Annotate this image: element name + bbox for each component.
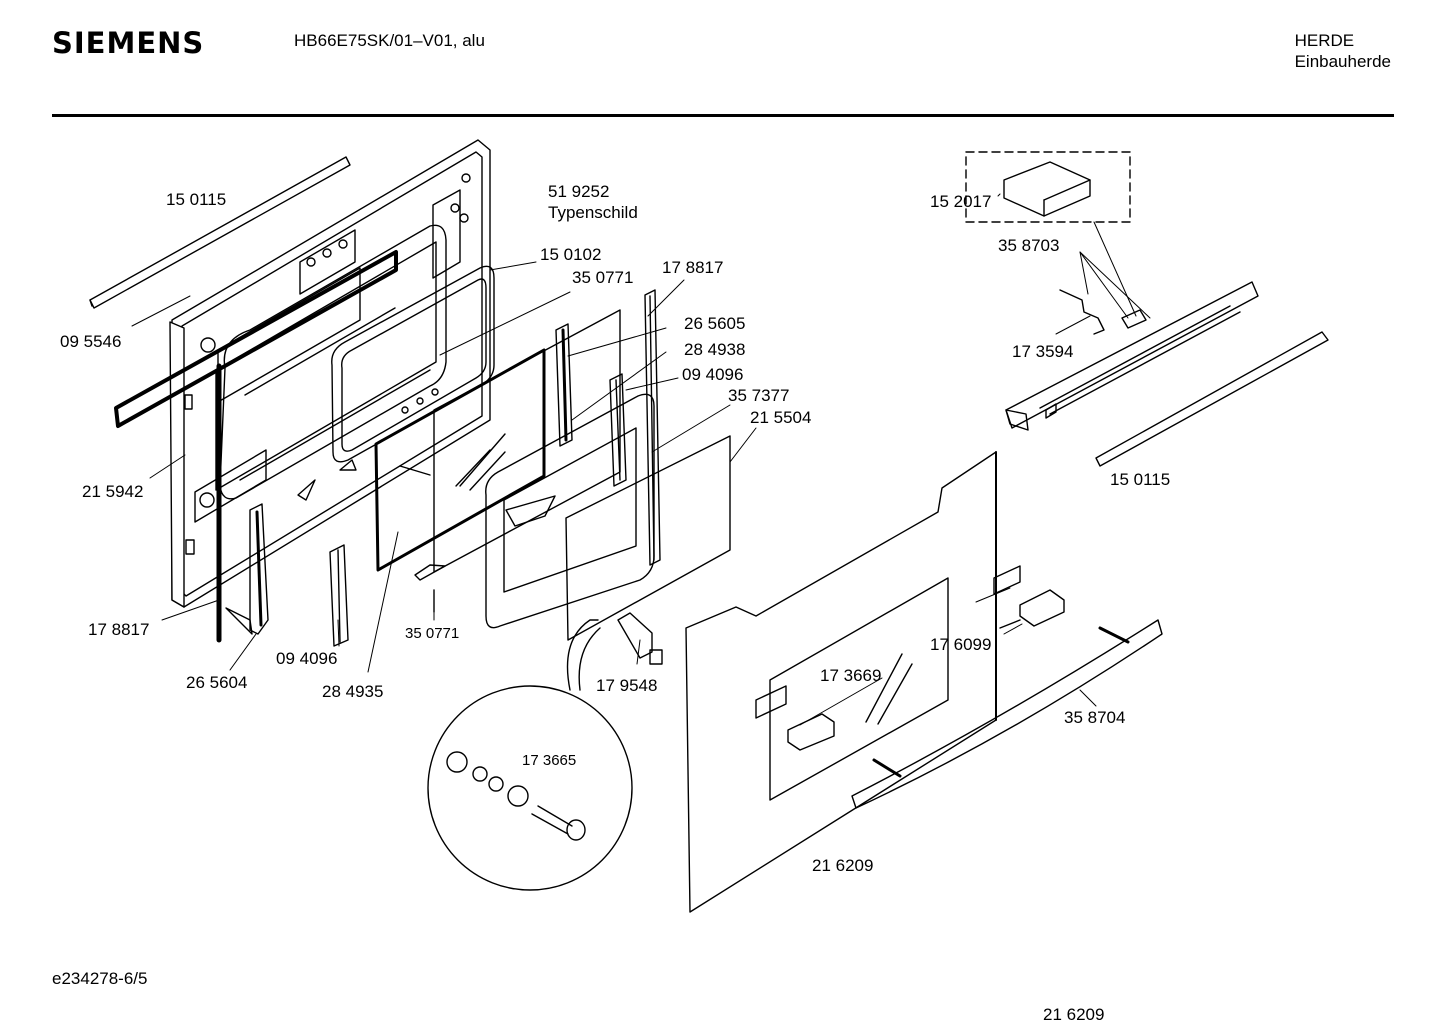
callout-284938: 28 4938 (684, 340, 745, 359)
outer-door-panel (685, 451, 997, 913)
callout-215942: 21 5942 (82, 482, 143, 501)
leader-lines (131, 193, 1151, 726)
callout-173665: 17 3665 (522, 752, 576, 769)
callout-350771-top: 35 0771 (572, 268, 633, 287)
trim-strip-right (1095, 331, 1329, 467)
callout-357377: 35 7377 (728, 386, 789, 405)
callout-094096-top: 09 4096 (682, 365, 743, 384)
hinge-strip-right (555, 323, 573, 447)
model-number: HB66E75SK/01–V01, alu (294, 31, 485, 50)
trim-strip-left (89, 156, 351, 309)
door-gasket (331, 265, 495, 463)
callout-358704: 35 8704 (1064, 708, 1125, 727)
handle-caps (755, 565, 1065, 751)
appliance-category: HERDE Einbauherde (1295, 31, 1391, 72)
category-line-2: Einbauherde (1294, 51, 1391, 71)
callout-358703: 35 8703 (998, 236, 1059, 255)
callout-265605: 26 5605 (684, 314, 745, 333)
drawing-id: e234278-6/5 (52, 969, 148, 988)
detail-magnifier (427, 619, 633, 891)
control-module-box (965, 151, 1131, 223)
callout-094096-bottom: 09 4096 (276, 649, 337, 668)
callout-216209: 21 6209 (812, 856, 873, 875)
glass-pane-215504 (565, 435, 731, 641)
callout-178817-top: 17 8817 (662, 258, 723, 277)
callout-173594: 17 3594 (1012, 342, 1073, 361)
door-handle (851, 619, 1163, 809)
callout-178817-bottom: 17 8817 (88, 620, 149, 639)
callout-173669: 17 3669 (820, 666, 881, 685)
callout-152017: 15 2017 (930, 192, 991, 211)
side-rail-left (329, 544, 349, 647)
brand-logo: SIEMENS (52, 26, 205, 60)
category-line-1: HERDE (1294, 31, 1355, 50)
bracket-173594 (1059, 289, 1147, 335)
callout-150115-right: 15 0115 (1110, 470, 1170, 489)
page-reference: 21 6209 (1043, 1005, 1105, 1024)
callout-215504: 21 5504 (750, 408, 811, 427)
callout-179548: 17 9548 (596, 676, 657, 695)
control-rail-assembly (1005, 281, 1259, 431)
callout-095546: 09 5546 (60, 332, 121, 351)
inner-glass-seal (114, 250, 398, 428)
callout-150115-left: 15 0115 (166, 190, 226, 209)
callout-150102: 15 0102 (540, 245, 601, 264)
callout-519252: 51 9252 (548, 182, 609, 201)
seal-bar-right (644, 289, 661, 566)
hinge-strip-left (225, 503, 269, 635)
callout-176099: 17 6099 (930, 635, 991, 654)
side-rail-right (609, 373, 627, 487)
door-frame-357377 (485, 393, 655, 629)
callout-350771-bottom: 35 0771 (405, 625, 459, 642)
callout-typenschild: Typenschild (548, 203, 638, 222)
control-module (1003, 161, 1091, 217)
callout-265604: 26 5604 (186, 673, 247, 692)
bracket-179548 (617, 612, 663, 665)
header-divider (52, 114, 1394, 117)
callout-284935: 28 4935 (322, 682, 383, 701)
